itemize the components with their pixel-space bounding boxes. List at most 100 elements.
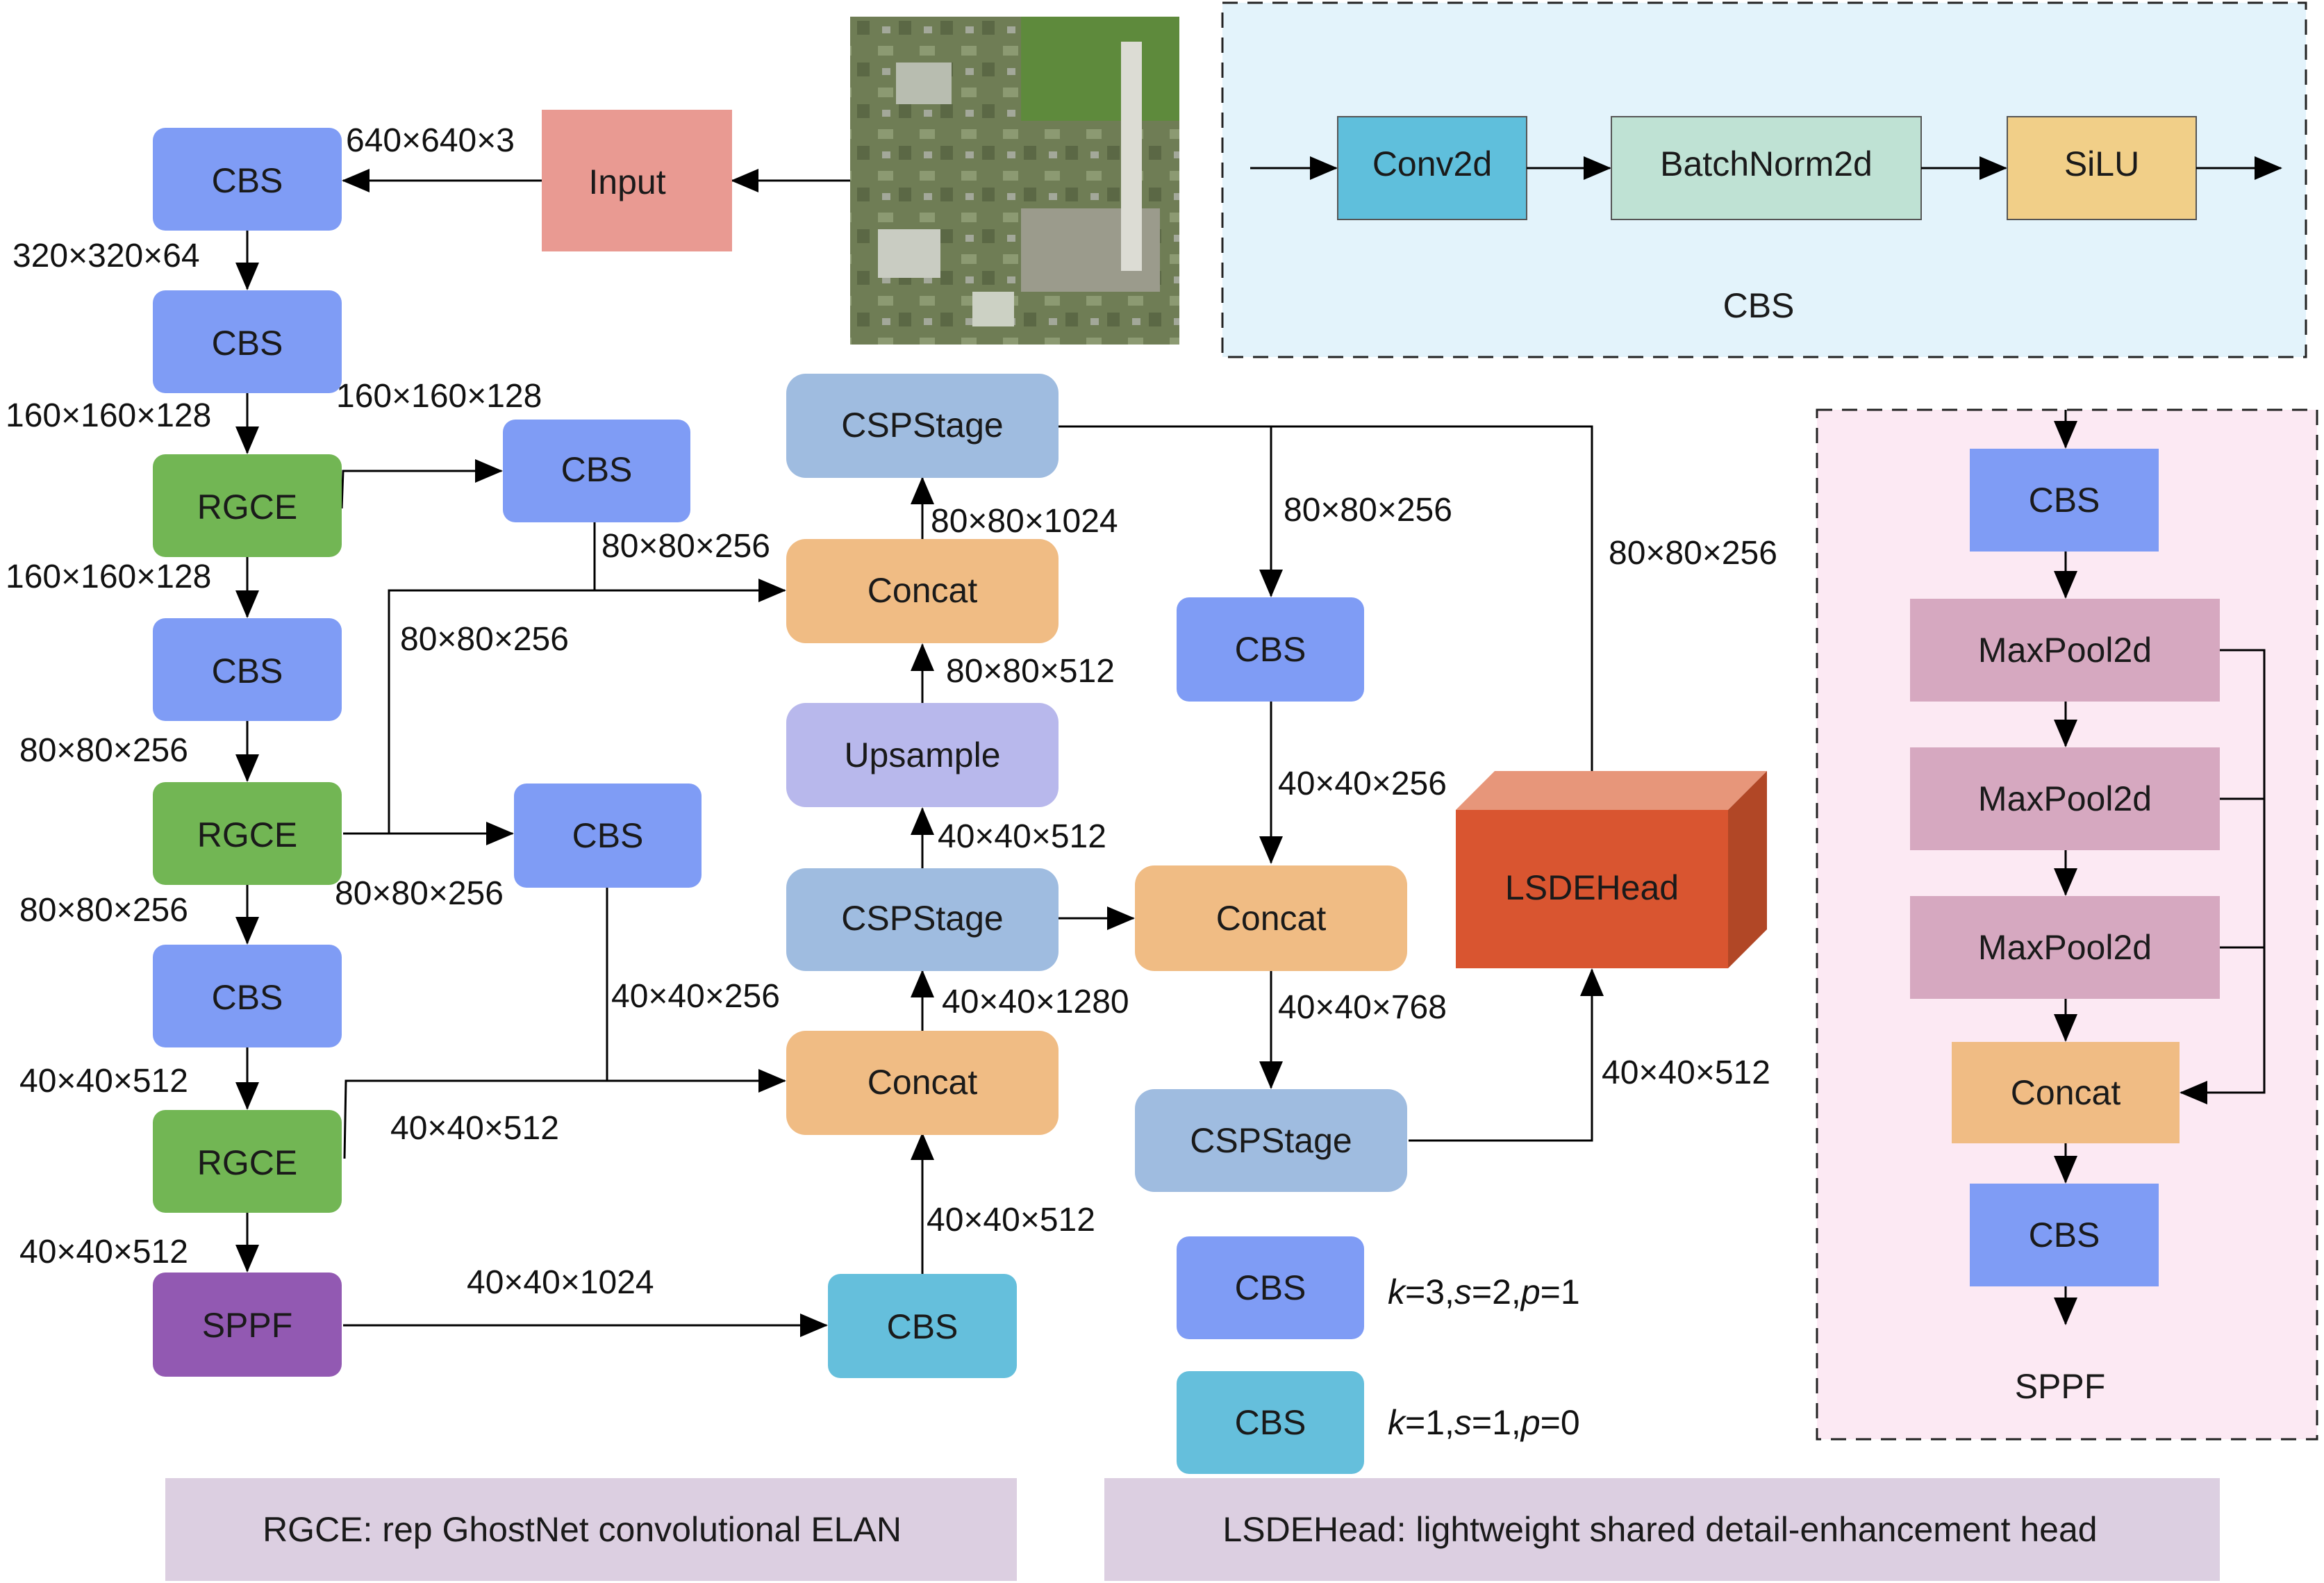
conv2d-block: Conv2d: [1337, 116, 1527, 220]
upsample-label: Upsample: [844, 736, 1000, 774]
sppf-maxpool-3: MaxPool2d: [1910, 896, 2220, 999]
sppf-block-label: SPPF: [202, 1306, 293, 1345]
legend-cbs-stride1: CBS: [1177, 1371, 1364, 1474]
sppf-panel-caption: SPPF: [2015, 1367, 2106, 1406]
cspstage-top-label: CSPStage: [841, 406, 1003, 445]
concat-right: Concat: [1135, 865, 1407, 971]
label-40x40x768: 40×40×768: [1278, 989, 1447, 1026]
legend-params-stride1: k=1,s=1,p=0: [1388, 1403, 1580, 1442]
backbone-cbs-2-label: CBS: [212, 324, 283, 363]
label-80x80x256-right: 80×80×256: [1284, 492, 1452, 529]
concat-mid: Concat: [786, 1031, 1059, 1135]
lateral-cbs-2-label: CBS: [572, 816, 644, 855]
backbone-cbs-1: CBS: [153, 128, 342, 231]
label-40x40x512-b: 40×40×512: [390, 1110, 559, 1147]
legend-cbs-stride1-label: CBS: [1235, 1403, 1306, 1442]
input-block: Input: [542, 110, 732, 251]
label-80x80x256-b: 80×80×256: [400, 621, 569, 658]
backbone-cbs-2: CBS: [153, 290, 342, 393]
cspstage-mid-label: CSPStage: [841, 899, 1003, 938]
sppf-maxpool-3-label: MaxPool2d: [1978, 928, 2152, 967]
rgce-2: RGCE: [153, 782, 342, 885]
edge-labels: 640×640×3 320×320×64 160×160×128 160×160…: [6, 122, 1777, 1301]
sppf-out-cbs: CBS: [828, 1274, 1017, 1378]
sppf-concat-label: Concat: [2011, 1073, 2121, 1112]
cbs-detail-panel: Conv2d BatchNorm2d SiLU CBS: [1221, 1, 2307, 358]
backbone-cbs-3: CBS: [153, 618, 342, 721]
label-80x80x256-a: 80×80×256: [601, 528, 770, 565]
sppf-cbs-in: CBS: [1970, 449, 2159, 552]
sppf-detail-panel: CBS MaxPool2d MaxPool2d MaxPool2d Concat: [1816, 408, 2318, 1441]
label-40x40x512-head: 40×40×512: [1602, 1054, 1770, 1091]
cspstage-bottom: CSPStage: [1135, 1089, 1407, 1192]
cspstage-bottom-label: CSPStage: [1190, 1121, 1352, 1160]
rgce-1: RGCE: [153, 454, 342, 557]
concat-top: Concat: [786, 539, 1059, 643]
cspstage-mid: CSPStage: [786, 868, 1059, 971]
sppf-maxpool-1-label: MaxPool2d: [1978, 631, 2152, 670]
legend-cbs-stride2: CBS: [1177, 1236, 1364, 1339]
label-40x40x1024: 40×40×1024: [467, 1264, 654, 1301]
backbone-cbs-4-label: CBS: [212, 978, 283, 1017]
sppf-cbs-in-label: CBS: [2029, 481, 2100, 520]
sppf-cbs-out-label: CBS: [2029, 1216, 2100, 1254]
backbone-cbs-3-label: CBS: [212, 652, 283, 690]
conv2d-label: Conv2d: [1372, 144, 1492, 183]
label-40x40x512-a: 40×40×512: [19, 1063, 188, 1100]
notes: RGCE: rep GhostNet convolutional ELAN LS…: [165, 1478, 2220, 1581]
note-rgce: RGCE: rep GhostNet convolutional ELAN: [263, 1510, 902, 1549]
silu-label: SiLU: [2064, 144, 2139, 183]
label-40x40x512-c: 40×40×512: [19, 1234, 188, 1270]
rgce-3-label: RGCE: [197, 1143, 297, 1182]
batchnorm2d-block: BatchNorm2d: [1611, 116, 1922, 220]
cbs-panel-caption: CBS: [1723, 286, 1795, 325]
legend: CBS k=3,s=2,p=1 CBS k=1,s=1,p=0: [1177, 1236, 1580, 1474]
sppf-concat: Concat: [1952, 1042, 2180, 1143]
label-80x80x256-c: 80×80×256: [19, 732, 188, 769]
label-80x80x256-head: 80×80×256: [1609, 535, 1777, 572]
concat-right-label: Concat: [1216, 899, 1327, 938]
label-40x40x1280: 40×40×1280: [942, 984, 1129, 1020]
rgce-3: RGCE: [153, 1110, 342, 1213]
lateral-cbs-1-label: CBS: [561, 450, 633, 489]
label-640x640x3: 640×640×3: [346, 122, 515, 159]
lateral-cbs-2: CBS: [514, 784, 702, 888]
label-40x40x512-cbs: 40×40×512: [927, 1202, 1095, 1238]
label-40x40x256: 40×40×256: [611, 978, 780, 1015]
upsample-block: Upsample: [786, 703, 1059, 807]
label-80x80x256-e: 80×80×256: [335, 875, 504, 912]
sppf-maxpool-2-label: MaxPool2d: [1978, 779, 2152, 818]
label-160x160x128-b: 160×160×128: [336, 378, 542, 415]
legend-params-stride2: k=3,s=2,p=1: [1388, 1273, 1580, 1311]
label-160x160x128-a: 160×160×128: [6, 397, 211, 434]
sppf-block: SPPF: [153, 1273, 342, 1377]
right-cbs: CBS: [1177, 597, 1364, 702]
aerial-satellite-photo-icon: [850, 17, 1179, 345]
edges: [235, 169, 1604, 1337]
silu-block: SiLU: [2007, 116, 2197, 220]
input-label: Input: [588, 163, 665, 201]
label-40x40x256-right: 40×40×256: [1278, 765, 1447, 802]
lsdehead-label: LSDEHead: [1505, 868, 1679, 907]
label-80x80x256-d: 80×80×256: [19, 892, 188, 929]
concat-top-label: Concat: [868, 571, 978, 610]
right-cbs-label: CBS: [1235, 630, 1306, 669]
sppf-cbs-out: CBS: [1970, 1184, 2159, 1286]
label-80x80x1024: 80×80×1024: [931, 503, 1118, 540]
rgce-2-label: RGCE: [197, 815, 297, 854]
label-320x320x64: 320×320×64: [13, 238, 200, 274]
label-40x40x512-up: 40×40×512: [938, 818, 1106, 855]
note-lsdehead: LSDEHead: lightweight shared detail-enha…: [1222, 1510, 2097, 1549]
lsdehead-block: LSDEHead: [1456, 771, 1767, 968]
batchnorm2d-label: BatchNorm2d: [1660, 144, 1873, 183]
label-80x80x512: 80×80×512: [946, 653, 1115, 690]
sppf-maxpool-2: MaxPool2d: [1910, 747, 2220, 850]
cspstage-top: CSPStage: [786, 374, 1059, 478]
sppf-maxpool-1: MaxPool2d: [1910, 599, 2220, 702]
backbone-cbs-1-label: CBS: [212, 161, 283, 200]
sppf-out-cbs-label: CBS: [887, 1307, 958, 1346]
label-160x160x128-c: 160×160×128: [6, 558, 211, 595]
concat-mid-label: Concat: [868, 1063, 978, 1102]
legend-cbs-stride2-label: CBS: [1235, 1268, 1306, 1307]
